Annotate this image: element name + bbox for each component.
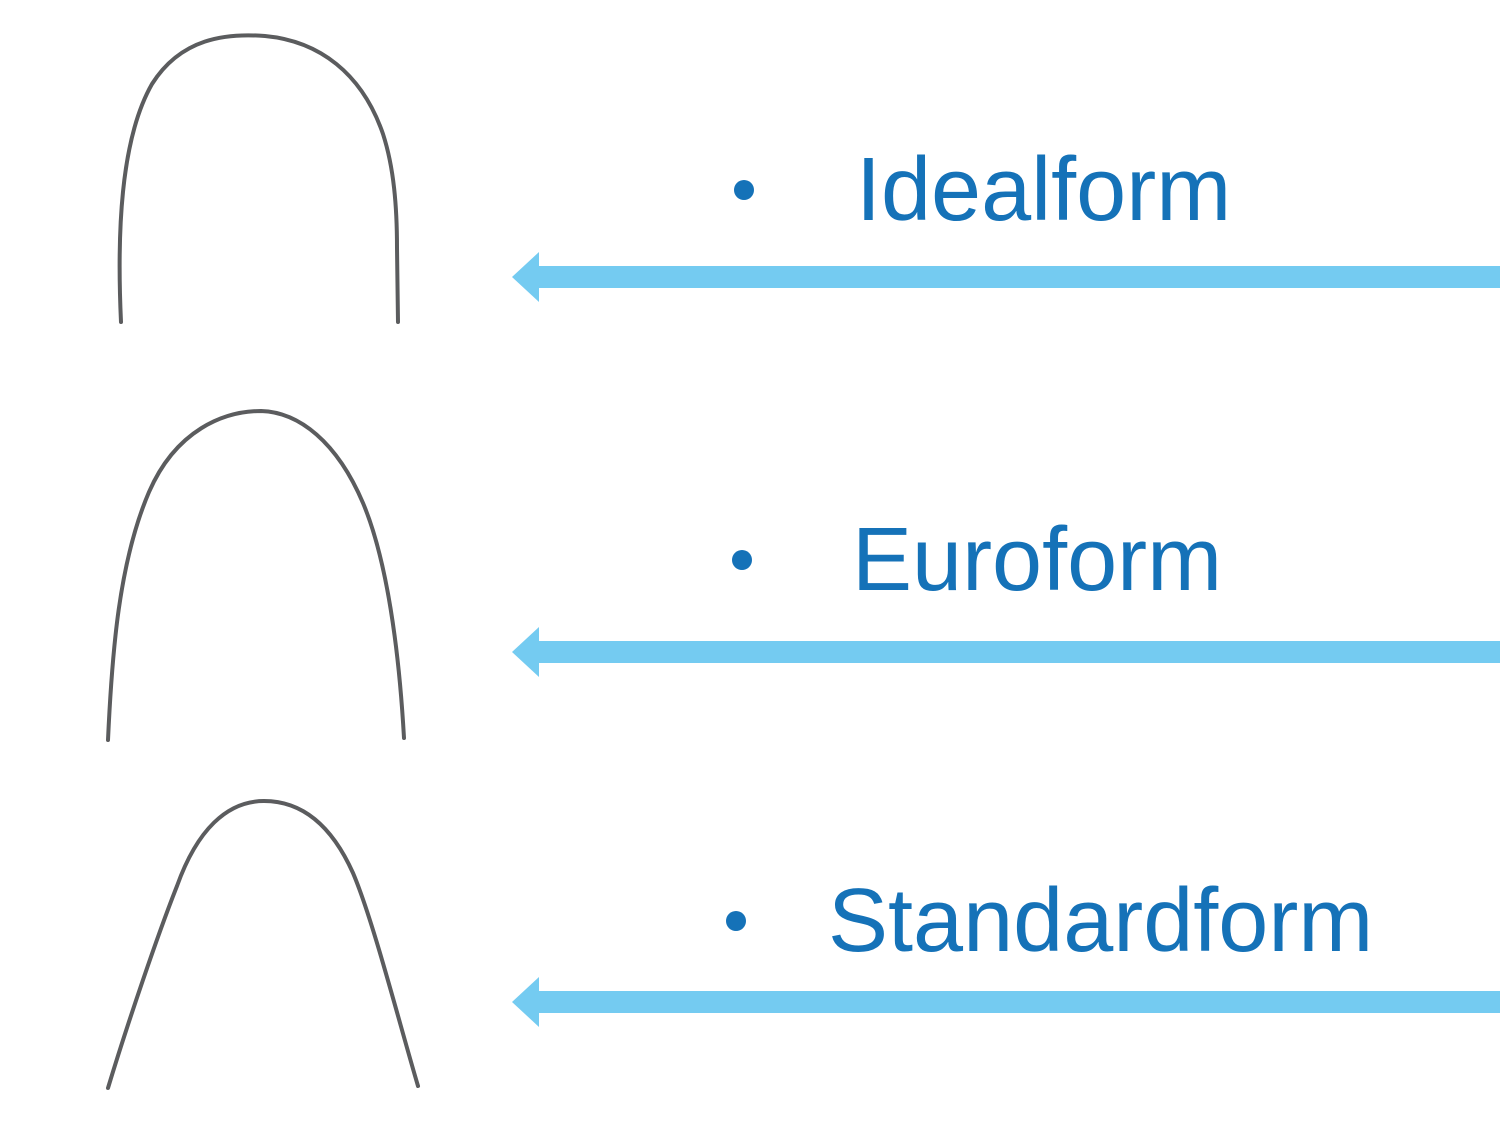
list-item-label-idealform: Idealform [856, 140, 1232, 240]
left-arrowhead-icon [512, 252, 539, 302]
list-item-idealform: Idealform [0, 145, 1500, 235]
left-arrow-idealform [512, 252, 1500, 302]
dot-bullet-icon [732, 550, 752, 570]
left-arrowhead-icon [512, 627, 539, 677]
dot-bullet-icon [726, 911, 746, 931]
list-item-standardform: Standardform [0, 876, 1500, 966]
dot-bullet-icon [734, 180, 754, 200]
arrow-shaft [537, 266, 1500, 288]
arrow-shaft [537, 641, 1500, 663]
left-arrowhead-icon [512, 977, 539, 1027]
left-arrow-euroform [512, 627, 1500, 677]
arrow-shaft [537, 991, 1500, 1013]
list-item-euroform: Euroform [0, 515, 1500, 605]
list-item-label-euroform: Euroform [852, 510, 1223, 610]
list-item-label-standardform: Standardform [828, 871, 1374, 971]
left-arrow-standardform [512, 977, 1500, 1027]
